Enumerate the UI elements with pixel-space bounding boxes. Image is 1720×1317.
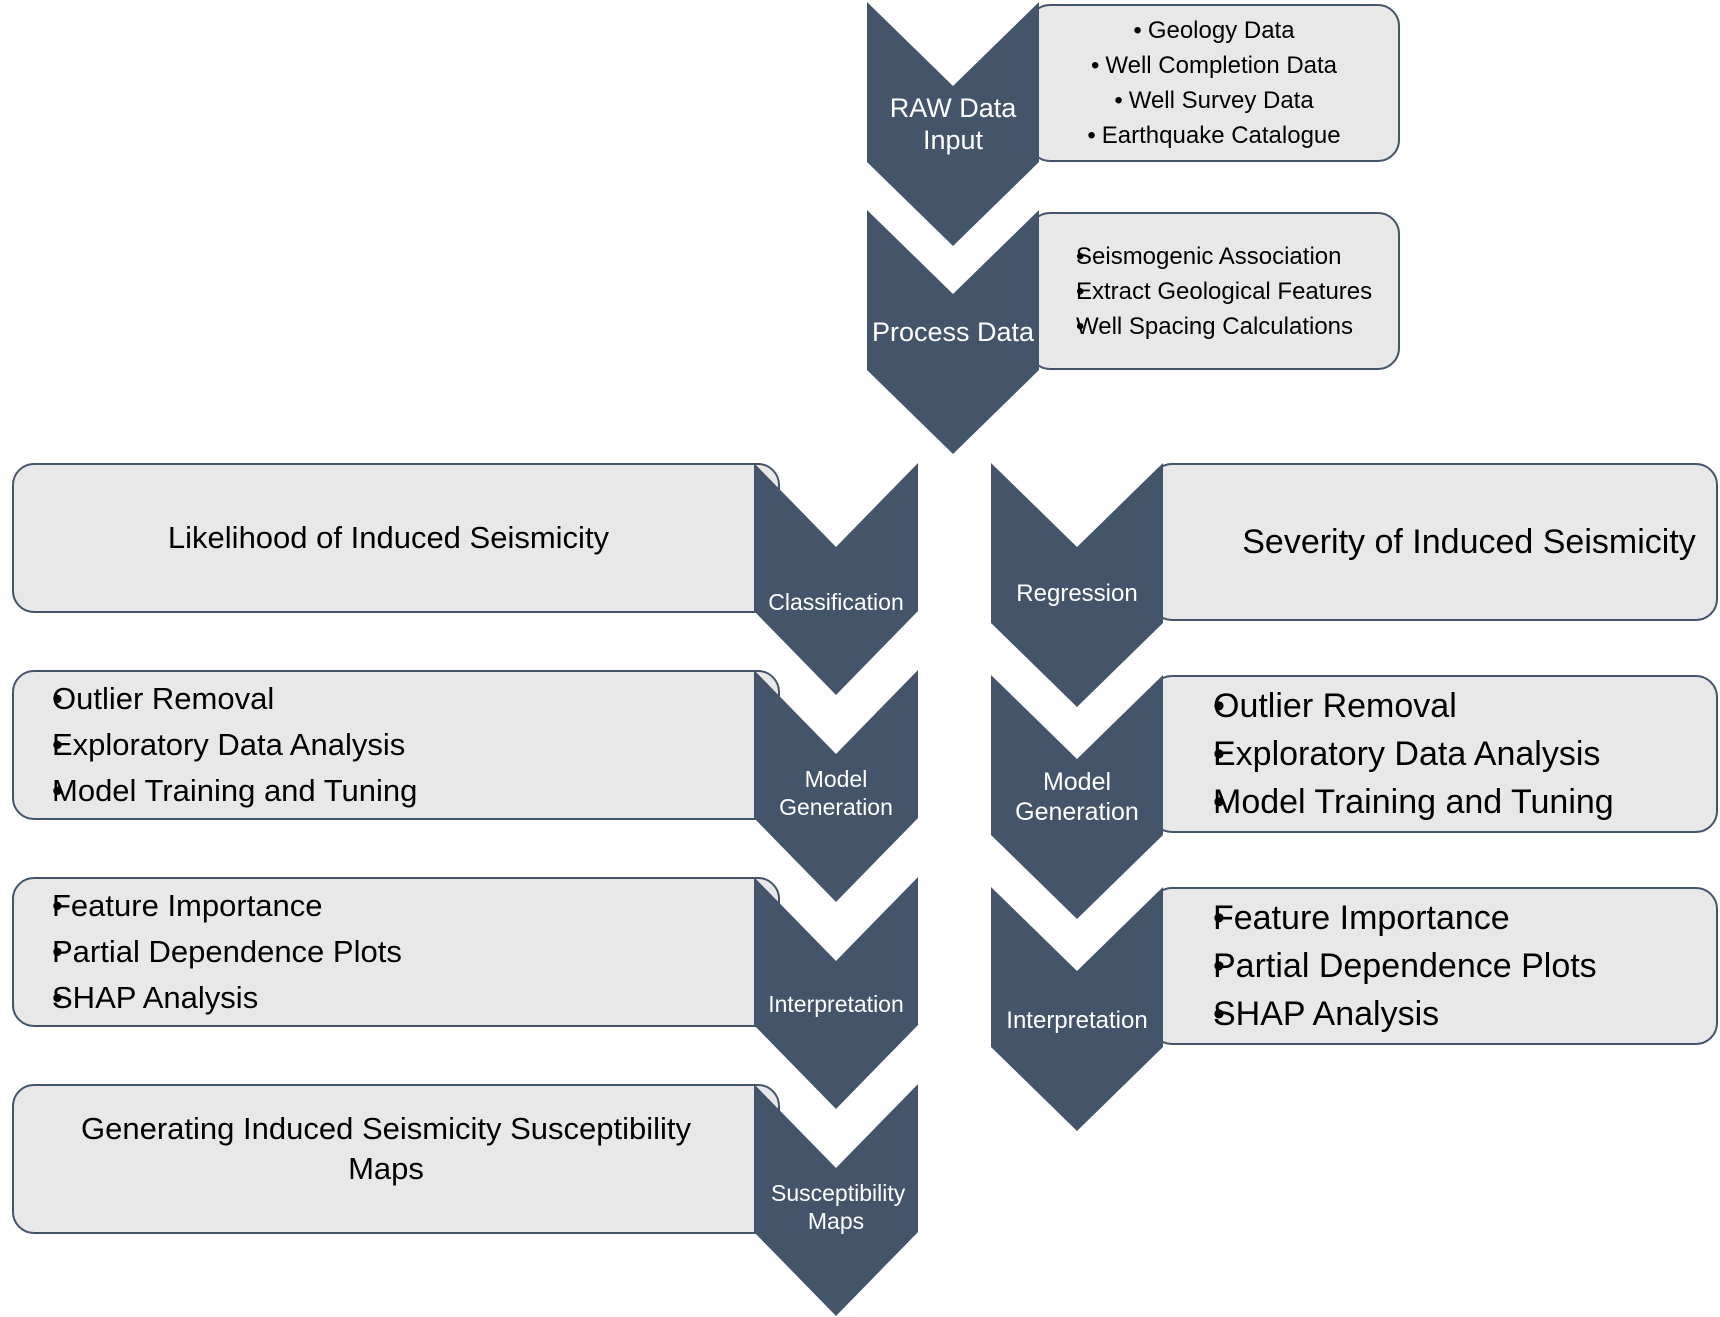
right-model-box: Outlier Removal Exploratory Data Analysi… xyxy=(1150,675,1718,833)
right-model-item: Exploratory Data Analysis xyxy=(1187,730,1614,778)
left-interpretation-item: Partial Dependence Plots xyxy=(26,929,402,975)
susceptibility-label: Susceptibility Maps xyxy=(771,1180,906,1234)
process-data-item: Extract Geological Features xyxy=(1058,274,1372,309)
right-model-label: Model Generation xyxy=(1015,768,1139,826)
right-model-item: Outlier Removal xyxy=(1187,682,1614,730)
left-interpretation-item: Feature Importance xyxy=(26,883,402,929)
right-model-chevron: Model Generation xyxy=(991,675,1163,919)
likelihood-box: Likelihood of Induced Seismicity xyxy=(12,463,780,613)
right-interpretation-box: Feature Importance Partial Dependence Pl… xyxy=(1150,887,1718,1045)
left-model-label: Model Generation xyxy=(779,766,893,820)
left-interpretation-label: Interpretation xyxy=(768,991,904,1018)
right-interpretation-label: Interpretation xyxy=(1006,1006,1148,1034)
right-interpretation-item: Partial Dependence Plots xyxy=(1187,942,1597,990)
process-data-box: Seismogenic Association Extract Geologic… xyxy=(1028,212,1400,370)
classification-chevron: Classification xyxy=(754,463,918,695)
susceptibility-chevron: Susceptibility Maps xyxy=(754,1084,918,1316)
right-interpretation-item: Feature Importance xyxy=(1187,894,1597,942)
right-model-item: Model Training and Tuning xyxy=(1187,778,1614,826)
right-interpretation-chevron: Interpretation xyxy=(991,887,1163,1131)
process-data-chevron: Process Data xyxy=(867,210,1039,454)
raw-data-label: RAW Data Input xyxy=(889,92,1017,155)
left-interpretation-chevron: Interpretation xyxy=(754,877,918,1109)
raw-data-item: Well Completion Data xyxy=(1087,48,1340,83)
raw-data-item: Well Survey Data xyxy=(1087,83,1340,118)
process-data-item: Well Spacing Calculations xyxy=(1058,309,1372,344)
severity-text: Severity of Induced Seismicity xyxy=(1242,522,1696,561)
regression-label: Regression xyxy=(1016,579,1138,607)
left-model-item: Model Training and Tuning xyxy=(26,768,417,814)
left-model-chevron: Model Generation xyxy=(754,670,918,902)
susceptibility-text: Generating Induced Seismicity Susceptibi… xyxy=(81,1111,691,1186)
left-interpretation-box: Feature Importance Partial Dependence Pl… xyxy=(12,877,780,1027)
process-data-item: Seismogenic Association xyxy=(1058,239,1372,274)
right-interpretation-item: SHAP Analysis xyxy=(1187,990,1597,1038)
left-model-item: Exploratory Data Analysis xyxy=(26,722,417,768)
severity-box: Severity of Induced Seismicity xyxy=(1150,463,1718,621)
left-model-box: Outlier Removal Exploratory Data Analysi… xyxy=(12,670,780,820)
raw-data-chevron: RAW Data Input xyxy=(867,2,1039,246)
raw-data-item: Earthquake Catalogue xyxy=(1087,118,1341,153)
raw-data-box: Geology Data Well Completion Data Well S… xyxy=(1028,4,1400,162)
left-model-item: Outlier Removal xyxy=(26,676,417,722)
likelihood-text: Likelihood of Induced Seismicity xyxy=(167,520,610,555)
raw-data-item: Geology Data xyxy=(1087,13,1340,48)
susceptibility-box: Generating Induced Seismicity Susceptibi… xyxy=(12,1084,780,1234)
regression-chevron: Regression xyxy=(991,463,1163,707)
left-interpretation-item: SHAP Analysis xyxy=(26,975,402,1021)
classification-label: Classification xyxy=(768,589,904,616)
process-data-label: Process Data xyxy=(871,316,1035,347)
